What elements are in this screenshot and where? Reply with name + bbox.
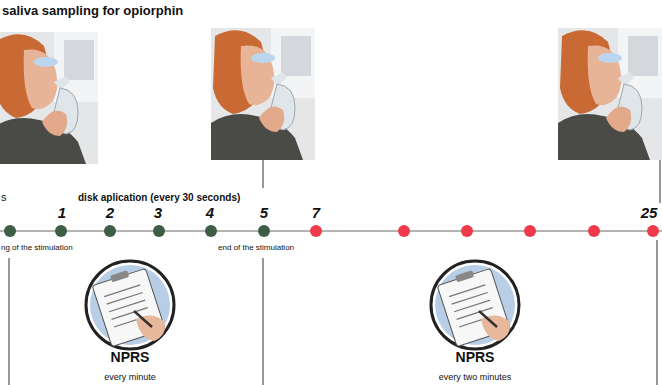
phase-label: end of the stimulation [218, 243, 294, 252]
minute-number: 5 [260, 204, 268, 221]
scale-name: NPRS [456, 349, 495, 365]
time-label: s [1, 191, 7, 204]
scale-frequency: every two minutes [439, 372, 512, 382]
annotation: disk aplication (every 30 seconds) [78, 192, 240, 204]
minute-number: 2 [106, 204, 114, 221]
phase-label: ng of the stimulation [1, 243, 73, 252]
scale-frequency: every minute [104, 372, 156, 382]
minute-number: 3 [154, 204, 162, 221]
minute-number: 1 [58, 204, 66, 221]
diagram-title: saliva sampling for opiorphin [2, 4, 183, 19]
minute-number: 25 [641, 204, 658, 221]
minute-number: 4 [206, 204, 214, 221]
minute-number: 7 [312, 204, 320, 221]
scale-name: NPRS [111, 349, 150, 365]
